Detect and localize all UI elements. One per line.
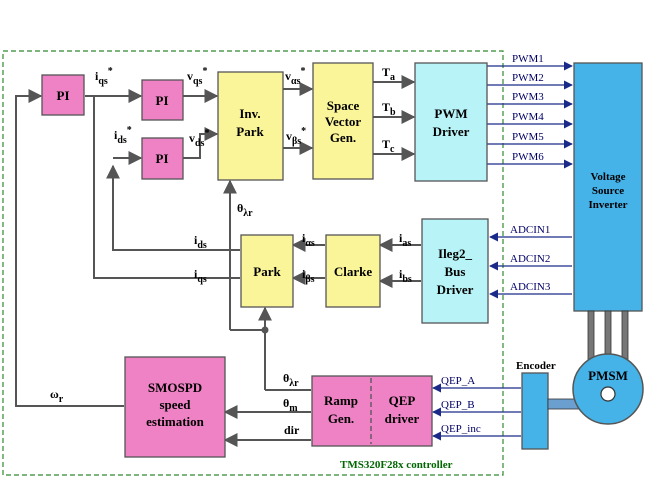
vsi-block (573, 62, 643, 312)
ramp-label-1: Ramp (324, 393, 358, 408)
qep-line-label: QEP_inc (441, 423, 481, 435)
clarke-block (325, 234, 381, 308)
pi-q-block (141, 79, 184, 121)
motor-rotor-hub (600, 386, 616, 402)
ramp-qep-block (311, 375, 433, 447)
signal-label-valpha-ref: vαs* (285, 66, 305, 87)
park-block (240, 234, 294, 308)
inv-park-label-2: Park (236, 124, 264, 139)
signal-label-ialpha: iαs (302, 231, 315, 249)
qep-label-1: QEP (389, 393, 416, 408)
pwm-driver-block (414, 62, 488, 182)
signal-label-omega-r: ωr (50, 387, 64, 405)
signal-label-ias: ias (399, 231, 411, 249)
svgen-label-3: Gen. (330, 130, 356, 145)
ileg2-block (421, 218, 489, 324)
smospd-label-1: SMOSPD (148, 380, 202, 395)
qep-label-2: driver (385, 411, 420, 426)
controller-label: TMS320F28x controller (340, 459, 453, 471)
ileg2-label-1: Ileg2_ (438, 246, 472, 261)
adc-line-label: ADCIN3 (510, 281, 551, 293)
pwm-line-label: PWM5 (512, 131, 544, 143)
adc-line-label: ADCIN2 (510, 253, 550, 265)
vsi-label-2: Source (592, 185, 624, 197)
pwm-lines (487, 61, 573, 169)
signal-label-iqs-ref: iqs* (95, 66, 113, 87)
signal-label-ibeta: iβs (302, 267, 315, 285)
pwm-line-label: PWM1 (512, 53, 544, 65)
qep-line-label: QEP_B (441, 399, 475, 411)
encoder-block (521, 372, 549, 450)
smospd-block (124, 356, 226, 458)
svgen-label-1: Space (327, 98, 360, 113)
adc-line-label: ADCIN1 (510, 224, 550, 236)
svgen-block (312, 62, 374, 180)
pwm-line-label: PWM6 (512, 151, 544, 163)
signal-label-ids-ref: ids* (114, 125, 132, 146)
signal-label-theta-m: θm (283, 396, 298, 414)
qep-lines (432, 383, 521, 441)
signal-label-ibs: ibs (399, 267, 412, 285)
pwm-line-label: PWM4 (512, 111, 544, 123)
smospd-label-2: speed (159, 397, 191, 412)
encoder-label: Encoder (516, 360, 556, 372)
controller-boundary (2, 50, 504, 476)
inv-park-block (217, 71, 284, 181)
ramp-label-2: Gen. (328, 411, 354, 426)
pwm-line-label: PWM2 (512, 72, 544, 84)
vsi-label-1: Voltage (590, 171, 625, 183)
signal-label-vqs-ref: vqs* (187, 66, 207, 87)
svgen-label-2: Vector (325, 114, 362, 129)
ids-feedback-line (106, 164, 240, 251)
signal-label-iqs: iqs (194, 267, 207, 285)
pi-d-label: PI (156, 151, 169, 166)
pwm-driver-label-1: PWM (434, 106, 467, 121)
signal-label-theta-lr-top: θλr (237, 201, 253, 219)
adc-lines (489, 232, 572, 299)
signal-label-vds-ref: vds* (189, 128, 209, 149)
vsi-label-3: Inverter (588, 199, 627, 211)
pwm-line-label: PWM3 (512, 91, 544, 103)
ileg2-label-3: Driver (437, 282, 474, 297)
pmsm-label: PMSM (588, 368, 628, 383)
iqs-feedback-line (93, 96, 240, 279)
park-label: Park (253, 264, 281, 279)
pi-speed-label: PI (57, 88, 70, 103)
ileg2-label-2: Bus (445, 264, 466, 279)
signal-label-ta: Ta (382, 65, 395, 83)
signal-label-theta-lr-bot: θλr (283, 371, 299, 389)
pi-d-block (141, 137, 184, 180)
smospd-label-3: estimation (146, 414, 205, 429)
omega-feedback-line (15, 89, 124, 407)
signal-label-vbeta-ref: vβs* (286, 126, 306, 147)
junction-dot (261, 326, 269, 334)
pi-q-label: PI (156, 93, 169, 108)
pi-speed-block (41, 74, 85, 116)
qep-line-label: QEP_A (441, 375, 475, 387)
signal-label-dir: dir (284, 423, 300, 437)
clarke-label: Clarke (334, 264, 373, 279)
signal-label-tc: Tc (382, 137, 395, 155)
inv-park-label-1: Inv. (239, 106, 260, 121)
pwm-driver-label-2: Driver (433, 124, 470, 139)
vds-ref-line (183, 127, 219, 159)
signal-label-ids: ids (194, 233, 207, 251)
signal-label-tb: Tb (382, 100, 396, 118)
